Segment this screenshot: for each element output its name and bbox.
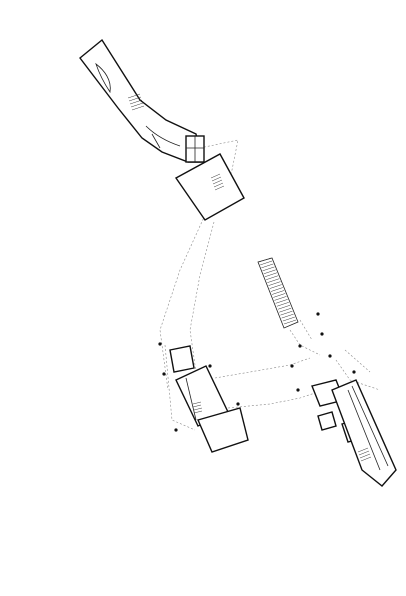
ramp-stripe	[274, 296, 287, 301]
ramp-stripe	[261, 263, 274, 269]
ramp-stripe	[270, 287, 283, 292]
site-marker-dot	[174, 428, 178, 432]
ramp-east	[257, 257, 299, 329]
site-marker-dot	[320, 332, 324, 336]
ramp-stripe	[276, 302, 289, 307]
ramp-stripe	[277, 305, 291, 310]
central-stair	[192, 401, 203, 414]
ramp-stripe	[268, 281, 281, 286]
ramp-stripe	[279, 307, 292, 313]
site-marker-dot	[298, 344, 302, 348]
ramp-stripe	[275, 299, 288, 304]
site-marker-dot	[290, 364, 294, 368]
pavilion-stair	[210, 173, 225, 191]
ramp-stripe	[280, 310, 293, 316]
ramp-stripe	[260, 260, 273, 266]
ramp-stripe	[269, 284, 282, 289]
ramp-stripe	[273, 293, 286, 298]
ramp-stripe	[282, 316, 295, 322]
site-markers	[158, 312, 356, 432]
east-stair	[357, 447, 372, 462]
north-stair	[127, 93, 145, 111]
site-marker-dot	[158, 342, 162, 346]
building-north	[79, 38, 205, 163]
ramp-stripe	[266, 275, 279, 280]
site-marker-dot	[208, 364, 212, 368]
building-east	[311, 379, 397, 487]
pavilion-north	[174, 153, 245, 221]
site-marker-dot	[236, 402, 240, 406]
site-marker-dot	[296, 388, 300, 392]
ramp-stripe	[263, 269, 276, 275]
ramp-stripe	[267, 278, 280, 283]
ramp-stripe	[262, 266, 275, 272]
ramp-stripe	[281, 313, 294, 319]
ramp-stripe	[272, 290, 285, 295]
ramp-stripe	[264, 272, 278, 277]
ramp-stripe	[283, 319, 297, 325]
site-marker-dot	[352, 370, 356, 374]
site-marker-dot	[328, 354, 332, 358]
site-marker-dot	[162, 372, 166, 376]
building-central	[169, 345, 249, 453]
site-marker-dot	[316, 312, 320, 316]
ramp-stripe	[258, 257, 272, 263]
